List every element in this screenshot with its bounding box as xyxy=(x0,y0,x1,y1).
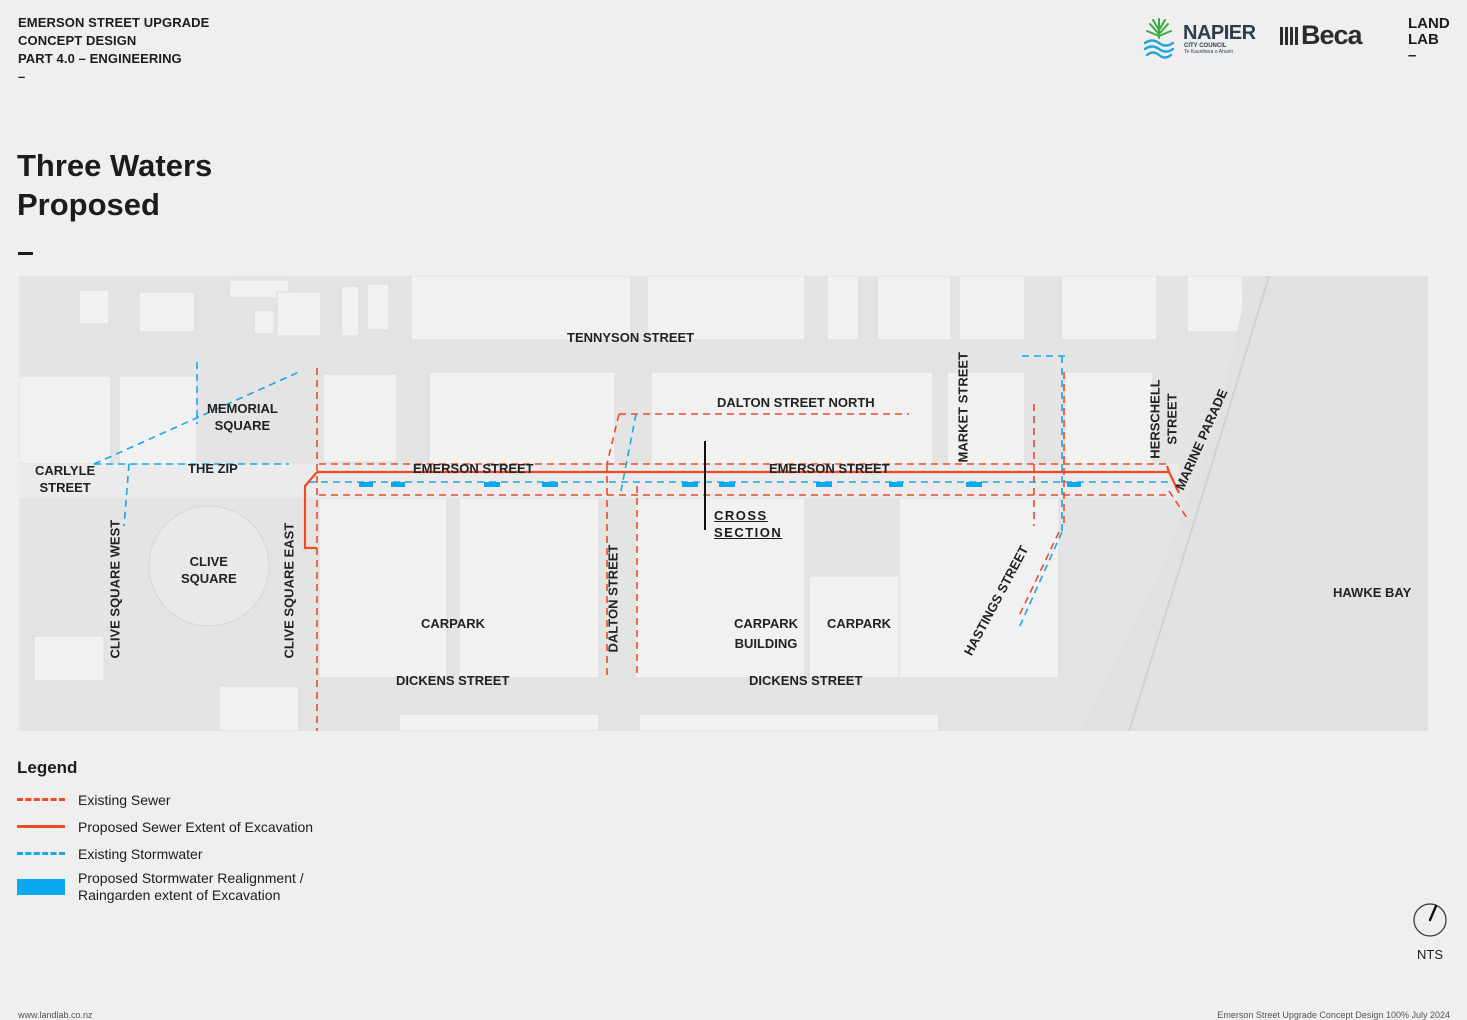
clive-line-2: SQUARE xyxy=(181,571,237,586)
legend-label-proposed-stormwater: Proposed Stormwater Realignment / Rainga… xyxy=(78,870,304,904)
carlyle-line-1: CARLYLE xyxy=(35,463,96,478)
header-line-3: PART 4.0 – ENGINEERING xyxy=(18,51,182,66)
landlab-line-1: LAND xyxy=(1408,15,1450,32)
napier-sub-1: CITY COUNCIL xyxy=(1184,43,1227,49)
project-header: EMERSON STREET UPGRADE CONCEPT DESIGN PA… xyxy=(18,14,209,86)
beca-name: Beca xyxy=(1301,20,1363,50)
north-arrow: NTS xyxy=(1412,902,1448,962)
label-dickens-street-west: DICKENS STREET xyxy=(396,673,510,688)
label-cross-section[interactable]: CROSS SECTION xyxy=(714,507,782,541)
label-hawke-bay: HAWKE BAY xyxy=(1333,585,1412,600)
beca-logo: Beca xyxy=(1280,20,1363,51)
label-market-street: MARKET STREET xyxy=(955,352,971,463)
legend-label-proposed-sewer: Proposed Sewer Extent of Excavation xyxy=(78,818,314,835)
label-herschell-street: HERSCHELL STREET xyxy=(1147,379,1181,458)
footer-document-info: Emerson Street Upgrade Concept Design 10… xyxy=(1217,1010,1450,1020)
memorial-line-1: MEMORIAL xyxy=(207,401,278,416)
carpark-building-line-1: CARPARK xyxy=(734,616,799,631)
napier-name: NAPIER xyxy=(1183,22,1256,44)
title-dash xyxy=(18,252,33,255)
herschell-line-2: STREET xyxy=(1164,393,1180,445)
site-map: TENNYSON STREET DALTON STREET NORTH MEMO… xyxy=(19,276,1428,731)
clive-line-1: CLIVE xyxy=(189,554,228,569)
header-line-1: EMERSON STREET UPGRADE xyxy=(18,15,210,30)
carpark-building-line-2: BUILDING xyxy=(734,636,798,651)
header-line-2: CONCEPT DESIGN xyxy=(18,33,137,48)
label-dalton-street-north: DALTON STREET NORTH xyxy=(717,395,875,410)
napier-sub-2: Te Kaunihera o Ahuriri xyxy=(1184,49,1234,55)
legend-item-proposed-stormwater: Proposed Stormwater Realignment / Rainga… xyxy=(17,867,313,907)
label-emerson-street-west: EMERSON STREET xyxy=(413,461,534,476)
label-the-zip: THE ZIP xyxy=(188,461,238,476)
raingarden-blocks xyxy=(359,482,1081,487)
label-carpark-1: CARPARK xyxy=(421,616,486,631)
legend: Legend Existing Sewer Proposed Sewer Ext… xyxy=(17,758,313,907)
label-dalton-street: DALTON STREET xyxy=(605,544,621,653)
label-tennyson-street: TENNYSON STREET xyxy=(567,330,695,345)
napier-sub: CITY COUNCIL Te Kaunihera o Ahuriri xyxy=(1184,43,1233,55)
label-clive-square: CLIVE SQUARE xyxy=(181,553,237,587)
label-memorial-square: MEMORIAL SQUARE xyxy=(207,400,278,434)
label-emerson-street-east: EMERSON STREET xyxy=(769,461,890,476)
cross-line-1: CROSS xyxy=(714,508,768,523)
landlab-logo: LAND LAB – xyxy=(1408,16,1450,64)
existing-sewer-lines xyxy=(316,368,1190,731)
label-clive-square-east: CLIVE SQUARE EAST xyxy=(281,522,297,659)
legend-item-proposed-sewer: Proposed Sewer Extent of Excavation xyxy=(17,813,313,840)
label-clive-square-west: CLIVE SQUARE WEST xyxy=(107,519,123,659)
legend-title: Legend xyxy=(17,758,78,777)
proposed-stormwater-swatch xyxy=(17,879,65,895)
proposed-sewer-lines xyxy=(303,465,1180,550)
landlab-line-2: LAB xyxy=(1408,31,1439,48)
carlyle-line-2: STREET xyxy=(39,480,91,495)
napier-logo: NAPIER CITY COUNCIL Te Kaunihera o Ahuri… xyxy=(1143,16,1256,62)
header-dash: – xyxy=(18,69,26,84)
title-line-2: Proposed xyxy=(17,187,160,222)
legend-item-existing-stormwater: Existing Stormwater xyxy=(17,840,313,867)
cross-line-2: SECTION xyxy=(714,525,783,540)
label-carpark-building: CARPARK BUILDING xyxy=(734,615,798,652)
existing-sewer-swatch xyxy=(17,793,65,807)
memorial-line-2: SQUARE xyxy=(214,418,271,433)
emerson-street-road xyxy=(19,464,1179,498)
label-carpark-2: CARPARK xyxy=(827,616,892,631)
title-line-1: Three Waters xyxy=(17,148,213,183)
beca-mark-icon xyxy=(1280,27,1298,45)
herschell-line-1: HERSCHELL xyxy=(1147,379,1163,459)
napier-leaf-icon xyxy=(1143,18,1175,59)
landlab-dash: – xyxy=(1408,47,1417,64)
legend-item-existing-sewer: Existing Sewer xyxy=(17,786,313,813)
north-arrow-icon xyxy=(1413,903,1447,937)
legend-label-existing-sewer: Existing Sewer xyxy=(78,791,171,808)
label-carlyle-street: CARLYLE STREET xyxy=(35,462,95,496)
clive-square-park xyxy=(148,505,270,627)
existing-stormwater-swatch xyxy=(17,847,65,861)
building-blocks xyxy=(19,276,1244,731)
page-title: Three Waters Proposed xyxy=(17,146,212,224)
existing-stormwater-lines xyxy=(93,355,1169,629)
nts-label: NTS xyxy=(1417,947,1443,962)
coast-strip xyxy=(1079,276,1428,731)
footer-website: www.landlab.co.nz xyxy=(18,1010,93,1020)
site-map-drawing xyxy=(19,276,1428,731)
legend-label-proposed-stormwater-line-2: Raingarden extent of Excavation xyxy=(78,887,281,903)
legend-label-proposed-stormwater-line-1: Proposed Stormwater Realignment / xyxy=(78,870,304,886)
legend-label-existing-stormwater: Existing Stormwater xyxy=(78,845,203,862)
label-dickens-street-east: DICKENS STREET xyxy=(749,673,863,688)
proposed-sewer-swatch xyxy=(17,820,65,834)
